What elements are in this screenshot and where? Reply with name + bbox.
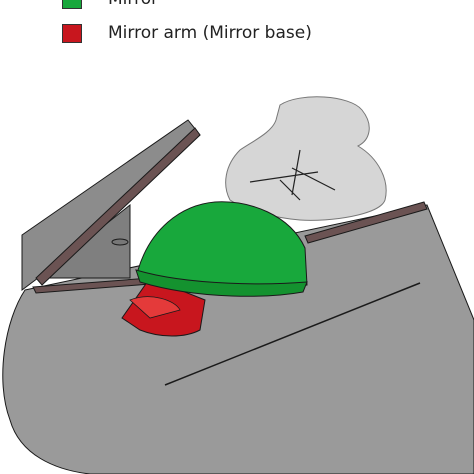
mirror-arm-swatch [62, 23, 82, 43]
driver-head [225, 96, 387, 221]
legend-label-mirror: Mirror [108, 0, 158, 9]
legend: Mirror Mirror arm (Mirror base) [0, 0, 474, 60]
legend-item-mirror: Mirror [62, 0, 158, 10]
legend-label-mirror-arm: Mirror arm (Mirror base) [108, 23, 312, 43]
hinge-mark [111, 238, 129, 246]
mirror-arm-top [129, 296, 181, 319]
side-trim [304, 201, 428, 244]
mirror-swatch [62, 0, 82, 9]
head-detail [249, 149, 336, 201]
mirror-rim [135, 269, 308, 297]
legend-item-mirror-arm: Mirror arm (Mirror base) [62, 22, 312, 44]
window-frame-edge [35, 127, 201, 286]
door-line [164, 282, 421, 386]
